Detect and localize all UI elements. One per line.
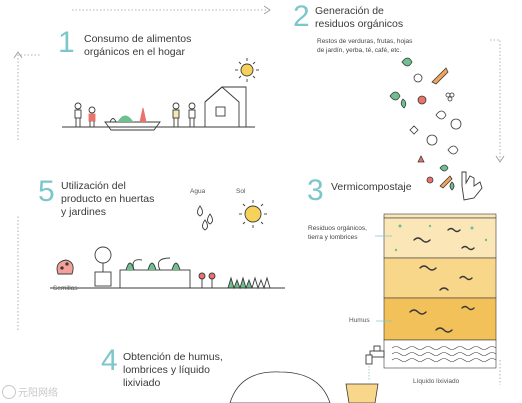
sol-label: Sol bbox=[236, 188, 246, 195]
step-5-title: Utilización del producto en huertas y ja… bbox=[61, 180, 155, 218]
watermark: 元阳网络 bbox=[2, 384, 58, 399]
garlic-icon bbox=[426, 134, 438, 146]
arrow-head-up bbox=[13, 51, 23, 59]
household-illustration bbox=[62, 86, 255, 131]
humus-label: Humus bbox=[349, 317, 370, 324]
step-3-title: Vermicompostaje bbox=[331, 181, 412, 193]
maple-leaf-icon bbox=[409, 125, 419, 135]
liquido-label: Líquido lixiviado bbox=[413, 378, 460, 385]
arrow-2-to-3 bbox=[490, 39, 501, 160]
humus-mound bbox=[229, 371, 331, 403]
watermark-text: 元阳网络 bbox=[18, 388, 58, 399]
bucket-icon bbox=[345, 366, 379, 403]
onion-icon bbox=[413, 73, 423, 83]
step-1-number: 1 bbox=[58, 26, 75, 59]
grapes-icon bbox=[447, 96, 453, 102]
tap-icon[interactable] bbox=[365, 345, 385, 365]
step-3-number: 3 bbox=[307, 174, 324, 207]
arrow-head-right bbox=[263, 5, 271, 15]
garden-illustration bbox=[50, 246, 285, 290]
agua-label: Agua bbox=[190, 188, 206, 195]
arrow-heads bbox=[13, 5, 505, 163]
watermark-icon bbox=[2, 384, 16, 399]
water-drops-icon bbox=[197, 205, 213, 231]
leaf-outline-icon bbox=[435, 110, 447, 120]
bin-tray-bottom bbox=[383, 297, 497, 341]
step-4-number: 4 bbox=[101, 344, 118, 377]
carrot-icon bbox=[431, 67, 449, 85]
step-1-title: Consumo de alimentos orgánicos en el hog… bbox=[84, 33, 192, 58]
step-4-title: Obtención de humus, lombrices y líquido … bbox=[123, 351, 223, 389]
sun-icon-2 bbox=[239, 200, 267, 228]
leaf-icon bbox=[401, 57, 413, 67]
sun-icon bbox=[235, 58, 259, 82]
step-2-title: Generación de residuos orgánicos bbox=[315, 5, 404, 30]
bin-tray-middle bbox=[383, 257, 497, 299]
arrow-5-to-1 bbox=[17, 54, 40, 140]
step-5-number: 5 bbox=[38, 175, 55, 208]
lemon-icon bbox=[450, 118, 462, 130]
leaf-icon-2 bbox=[389, 91, 401, 101]
cycle-arrows bbox=[17, 9, 501, 385]
seeds-icon bbox=[56, 259, 74, 275]
tomato-icon bbox=[417, 95, 427, 105]
arrow-head-down bbox=[495, 155, 505, 163]
semillas-label: Semillas bbox=[53, 285, 78, 292]
step-2-number: 2 bbox=[293, 0, 310, 33]
organic-residues-icons bbox=[389, 57, 462, 191]
hand-icon bbox=[461, 171, 483, 201]
residuos-examples-label: Restos de verduras, frutas, hojas de jar… bbox=[317, 38, 413, 54]
vermicompost-bin bbox=[375, 213, 497, 369]
residuos-tierra-label: Residuos orgánicos, tierra y lombrices bbox=[308, 225, 367, 241]
bin-tray-top bbox=[383, 217, 497, 259]
